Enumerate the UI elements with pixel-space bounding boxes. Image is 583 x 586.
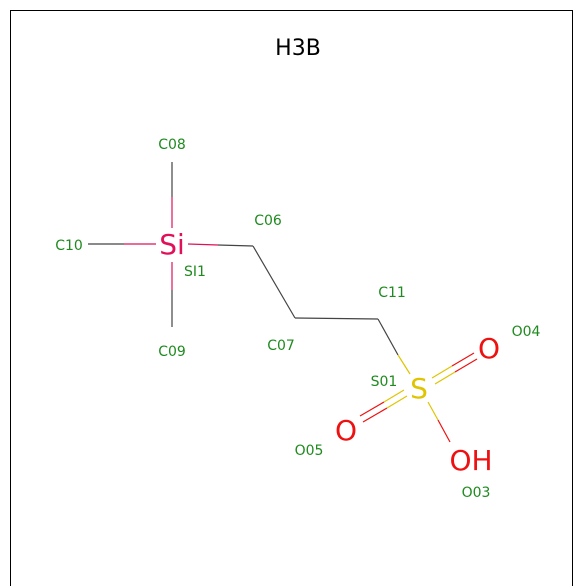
bond-s-o04-b bbox=[454, 358, 478, 373]
atom-label-s01: S01 bbox=[371, 374, 398, 390]
bond-c07-c11 bbox=[294, 317, 379, 320]
atom-label-c11: C11 bbox=[378, 285, 406, 301]
bond-s-o05-a bbox=[359, 401, 385, 417]
bond-c11-s-s-half bbox=[397, 354, 411, 375]
diagram-frame bbox=[10, 10, 573, 586]
atom-label-si1: SI1 bbox=[184, 264, 206, 280]
hydroxyl-symbol-o03: OH bbox=[449, 444, 492, 477]
bond-si-c06 bbox=[217, 244, 254, 247]
atom-label-c07: C07 bbox=[267, 338, 295, 354]
silicon-symbol: Si bbox=[159, 228, 185, 261]
bond-s-o05-b-s-half bbox=[386, 395, 408, 409]
bond-s-o04-a-s-half bbox=[431, 365, 453, 379]
bond-c06-c07 bbox=[252, 245, 296, 319]
bond-s-o05-b bbox=[362, 407, 388, 423]
bond-s-o05-a-s-half bbox=[383, 389, 405, 403]
molecule-title: H3B bbox=[275, 36, 321, 61]
bond-s-o03 bbox=[437, 419, 451, 443]
bond-si-c06-si-half bbox=[187, 243, 219, 246]
oxygen-symbol-o05: O bbox=[335, 414, 357, 447]
atom-label-c06: C06 bbox=[254, 213, 282, 229]
atom-label-o03: O03 bbox=[462, 485, 491, 501]
bond-s-o04-b-s-half bbox=[434, 371, 456, 385]
bond-s-o03-s-half bbox=[427, 401, 439, 421]
atom-label-o05: O05 bbox=[295, 443, 324, 459]
oxygen-symbol-o04: O bbox=[478, 332, 500, 365]
atom-label-c08: C08 bbox=[158, 137, 186, 153]
atom-label-c09: C09 bbox=[158, 344, 186, 360]
sulfur-symbol: S bbox=[410, 372, 428, 405]
bond-c11-s bbox=[377, 318, 399, 356]
atom-label-o04: O04 bbox=[512, 324, 541, 340]
atom-label-c10: C10 bbox=[55, 238, 83, 254]
bond-s-o04-a bbox=[451, 352, 475, 367]
